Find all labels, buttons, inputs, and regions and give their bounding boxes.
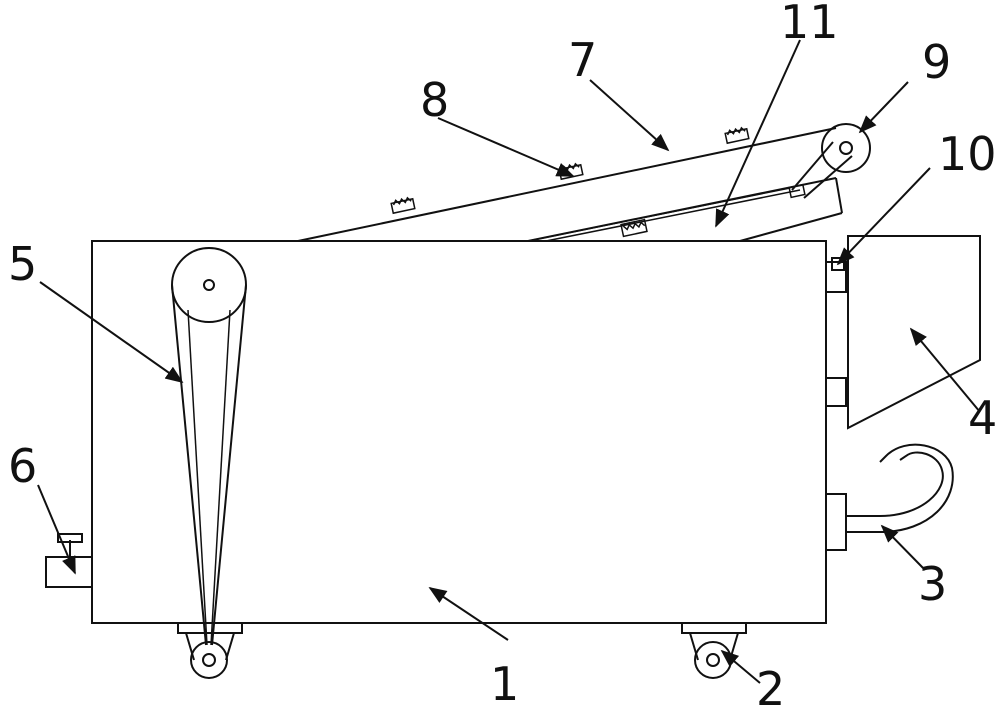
callout-7: 7 <box>568 33 597 87</box>
callout-5: 5 <box>8 237 37 291</box>
callout-2: 2 <box>756 662 785 716</box>
callout-3: 3 <box>918 557 947 611</box>
callout-10: 10 <box>938 127 997 181</box>
inclined-conveyor <box>298 128 842 241</box>
right-wheel <box>682 623 746 678</box>
callout-8: 8 <box>420 73 449 127</box>
callout-4: 4 <box>968 391 997 445</box>
left-wheel <box>178 623 242 678</box>
spring-blocks <box>391 127 805 236</box>
callout-11: 11 <box>780 0 839 49</box>
belt-drive <box>172 248 246 645</box>
callout-9: 9 <box>922 35 951 89</box>
callout-6: 6 <box>8 439 37 493</box>
callout-1: 1 <box>490 657 519 711</box>
side-hopper <box>826 236 980 428</box>
